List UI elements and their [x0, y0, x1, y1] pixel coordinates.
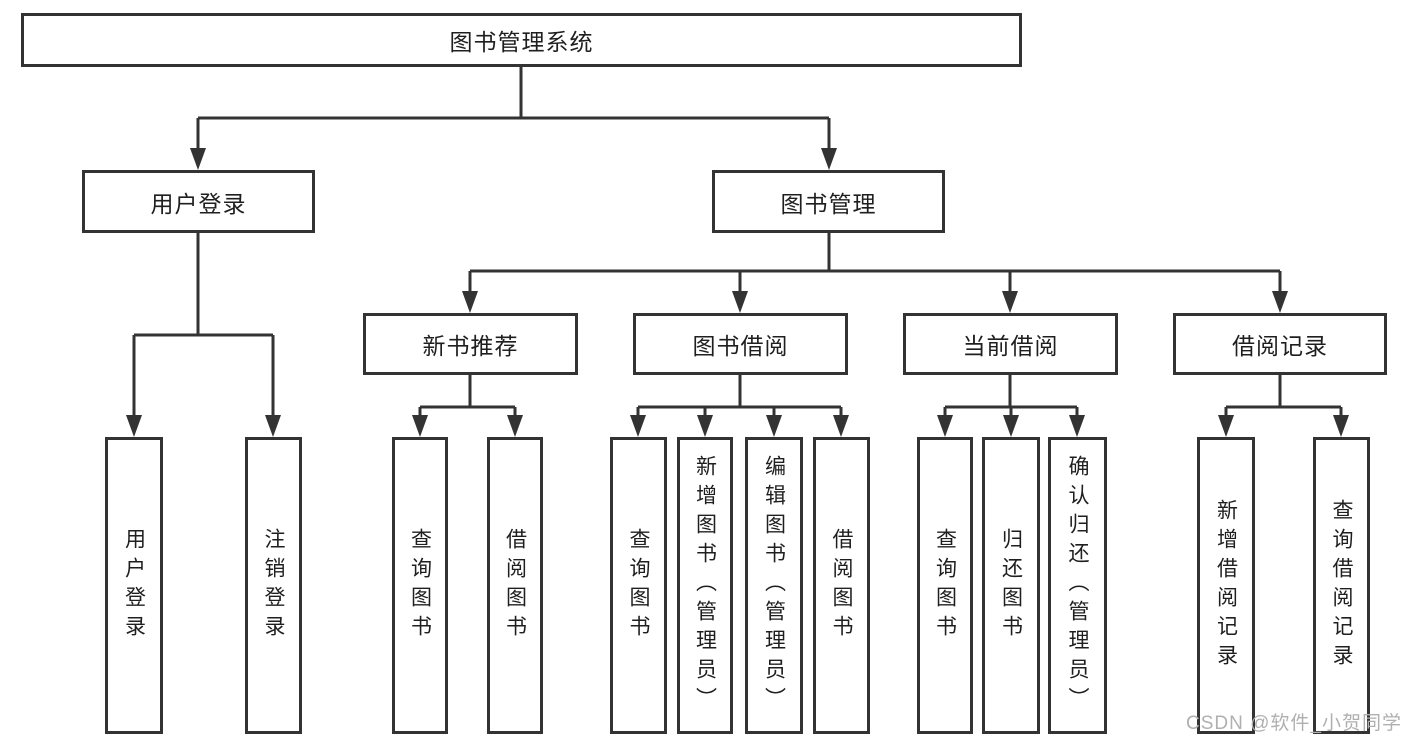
leaf-logout: 注销登录 — [245, 437, 302, 734]
node-book-borrow-label: 图书借阅 — [692, 333, 789, 359]
connector-current-to-leaves — [937, 375, 1085, 437]
leaf-borrow-edit-books-admin: 编辑图书（管理员） — [745, 437, 803, 734]
arrowhead — [1003, 415, 1019, 437]
leaf-borrow-query-books: 查询图书 — [610, 437, 667, 734]
arrowhead — [630, 415, 646, 437]
node-root-label: 图书管理系统 — [449, 29, 594, 55]
leaf-borrow-edit-books-admin-label: 编辑图书（管理员） — [762, 455, 786, 716]
leaf-recommend-query-books-label: 查询图书 — [408, 527, 432, 644]
node-new-book-recommend-label: 新书推荐 — [422, 333, 519, 359]
connector-recommend-to-leaves — [412, 375, 523, 437]
node-root: 图书管理系统 — [21, 13, 1022, 67]
node-new-book-recommend: 新书推荐 — [363, 313, 578, 375]
leaf-logout-label: 注销登录 — [262, 527, 285, 644]
connector-login-to-leaves — [126, 233, 281, 437]
node-book-borrow: 图书借阅 — [633, 313, 848, 375]
leaf-current-query-books-label: 查询图书 — [933, 527, 957, 644]
leaf-user-login: 用户登录 — [105, 437, 163, 734]
arrowhead — [412, 415, 428, 437]
leaf-borrow-lend-books-label: 借阅图书 — [830, 527, 853, 644]
leaf-current-confirm-return-admin-label: 确认归还（管理员） — [1066, 455, 1089, 716]
leaf-recommend-borrow-books: 借阅图书 — [487, 437, 543, 734]
leaf-records-query-record-label: 查询借阅记录 — [1330, 498, 1353, 673]
leaf-current-query-books: 查询图书 — [917, 437, 973, 734]
leaf-borrow-query-books-label: 查询图书 — [627, 527, 650, 644]
leaf-borrow-lend-books: 借阅图书 — [813, 437, 870, 734]
arrowhead — [1069, 415, 1085, 437]
arrowhead — [833, 415, 849, 437]
node-book-management-label: 图书管理 — [780, 190, 877, 217]
node-user-login: 用户登录 — [82, 170, 315, 233]
leaf-current-confirm-return-admin: 确认归还（管理员） — [1048, 437, 1107, 734]
arrowhead — [821, 148, 837, 170]
arrowhead — [1002, 291, 1018, 313]
node-current-borrow-label: 当前借阅 — [962, 333, 1059, 359]
arrowhead — [766, 415, 782, 437]
connector-borrow-to-leaves — [630, 375, 849, 437]
leaf-current-return-books-label: 归还图书 — [999, 527, 1023, 644]
arrowhead — [1272, 291, 1288, 313]
node-user-login-label: 用户登录 — [150, 190, 247, 217]
leaf-recommend-query-books: 查询图书 — [392, 437, 448, 734]
arrowhead — [462, 291, 478, 313]
connector-root-to-level2 — [190, 67, 837, 170]
leaf-records-add-record: 新增借阅记录 — [1197, 437, 1255, 734]
connector-manage-to-level3 — [462, 233, 1288, 313]
node-borrow-records: 借阅记录 — [1173, 313, 1387, 375]
leaf-recommend-borrow-books-label: 借阅图书 — [503, 527, 527, 644]
arrowhead — [190, 148, 206, 170]
csdn-watermark: CSDN @软件_小贺同学 — [1186, 713, 1402, 734]
leaf-current-return-books: 归还图书 — [982, 437, 1040, 734]
arrowhead — [937, 415, 953, 437]
arrowhead — [265, 415, 281, 437]
leaf-records-query-record: 查询借阅记录 — [1313, 437, 1370, 734]
leaf-borrow-add-books-admin: 新增图书（管理员） — [677, 437, 733, 734]
leaf-borrow-add-books-admin-label: 新增图书（管理员） — [693, 455, 717, 716]
arrowhead — [1333, 415, 1349, 437]
arrowhead — [1218, 415, 1234, 437]
arrowhead — [732, 291, 748, 313]
arrowhead — [697, 415, 713, 437]
connector-records-to-leaves — [1218, 375, 1349, 437]
node-borrow-records-label: 借阅记录 — [1232, 333, 1328, 359]
arrowhead — [126, 415, 142, 437]
leaf-user-login-label: 用户登录 — [122, 527, 146, 644]
leaf-records-add-record-label: 新增借阅记录 — [1214, 498, 1238, 673]
arrowhead — [507, 415, 523, 437]
node-current-borrow: 当前借阅 — [903, 313, 1118, 375]
node-book-management: 图书管理 — [712, 170, 945, 233]
